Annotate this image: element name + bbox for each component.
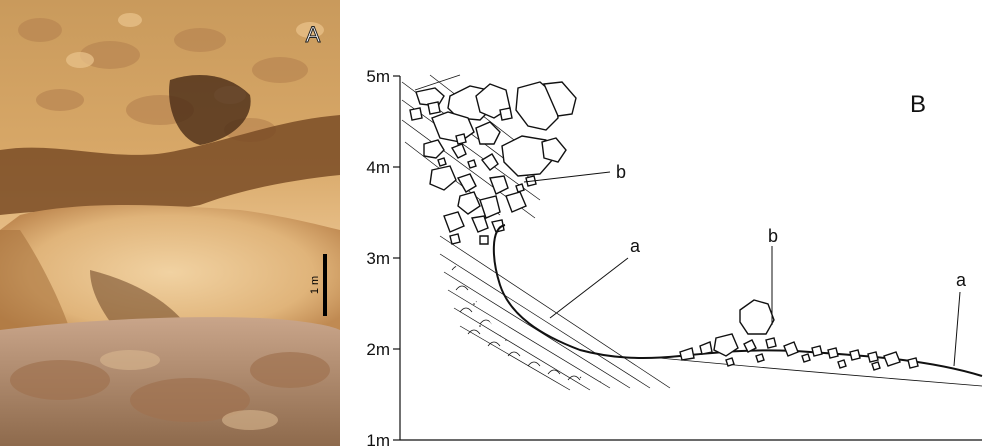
scale-bar (323, 254, 327, 316)
panel-letter-a: A (306, 22, 321, 47)
scale-label: 1 m (309, 276, 321, 294)
erosion-surface (492, 224, 983, 377)
leader-lines (523, 171, 961, 367)
lower-sandstone-wedge (439, 235, 671, 391)
y-tick-5m: 5m (366, 67, 390, 86)
label-a-left: a (630, 236, 641, 256)
y-tick-4m: 4m (366, 158, 390, 177)
cross-section-diagram: 5m 4m 3m 2m 1m B (366, 67, 983, 446)
y-tick-2m: 2m (366, 340, 390, 359)
panel-letter-b: B (910, 91, 926, 118)
y-axis (393, 75, 982, 441)
label-a-right: a (956, 270, 967, 290)
y-tick-3m: 3m (366, 249, 390, 268)
label-b-upper: b (616, 162, 626, 182)
y-tick-1m: 1m (366, 431, 390, 446)
lower-surface-clasts (679, 299, 919, 371)
label-b-right: b (768, 226, 778, 246)
base-line (659, 357, 983, 387)
upper-conglomerate-clasts (409, 81, 577, 245)
field-photo: 1 m A (0, 0, 340, 446)
